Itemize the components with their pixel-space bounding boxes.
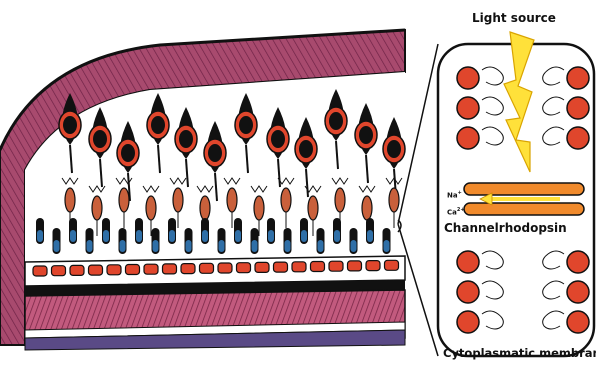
rpe-cell (107, 265, 121, 275)
rod-cell (53, 228, 61, 254)
rpe-cell (89, 265, 103, 275)
rod-cell (36, 218, 44, 244)
rpe-cell (311, 262, 325, 272)
rod-cell (86, 228, 94, 254)
rpe-cell (292, 262, 306, 272)
rpe-cell (33, 266, 47, 276)
rod-cell (333, 218, 341, 244)
rpe-cell (329, 261, 343, 271)
rod-cell (218, 228, 226, 254)
rpe-cell (348, 261, 362, 271)
rod-cell (366, 218, 374, 244)
sodium-ion-label: Na+ (447, 190, 462, 199)
rod-cell (234, 218, 242, 244)
rod-cell (201, 218, 209, 244)
rod-cell (135, 218, 143, 244)
rod-cell (317, 228, 325, 254)
rod-cell (152, 228, 160, 254)
pigment-epithelium (25, 256, 405, 350)
rpe-cell (274, 262, 288, 272)
rod-cell (185, 228, 193, 254)
rpe-cell (126, 265, 140, 275)
rpe-cell (200, 263, 214, 273)
rod-cell (119, 228, 127, 254)
channelrhodopsin-label: Channelrhodopsin (444, 221, 567, 235)
rpe-cell (385, 260, 399, 270)
light-source-label: Light source (472, 11, 556, 25)
rpe-cell (52, 266, 66, 276)
rod-cell (267, 218, 275, 244)
rod-cell (300, 218, 308, 244)
rod-cell (168, 218, 176, 244)
rod-cell (251, 228, 259, 254)
rod-cell (284, 228, 292, 254)
rpe-cell (181, 264, 195, 274)
rpe-cell (218, 263, 232, 273)
rod-cell (102, 218, 110, 244)
rpe-cell (70, 265, 84, 275)
rpe-cell (366, 261, 380, 271)
cytoplasmatic-membrane-label: Cytoplasmatic membrane (443, 346, 596, 360)
rpe-cell (255, 262, 269, 272)
rpe-cell (163, 264, 177, 274)
calcium-ion-label: Ca2+ (447, 207, 465, 216)
rod-cell (350, 228, 358, 254)
rpe-cell (237, 263, 251, 273)
rpe-cell (144, 264, 158, 274)
rod-cell (69, 218, 77, 244)
rod-cell (383, 228, 391, 254)
